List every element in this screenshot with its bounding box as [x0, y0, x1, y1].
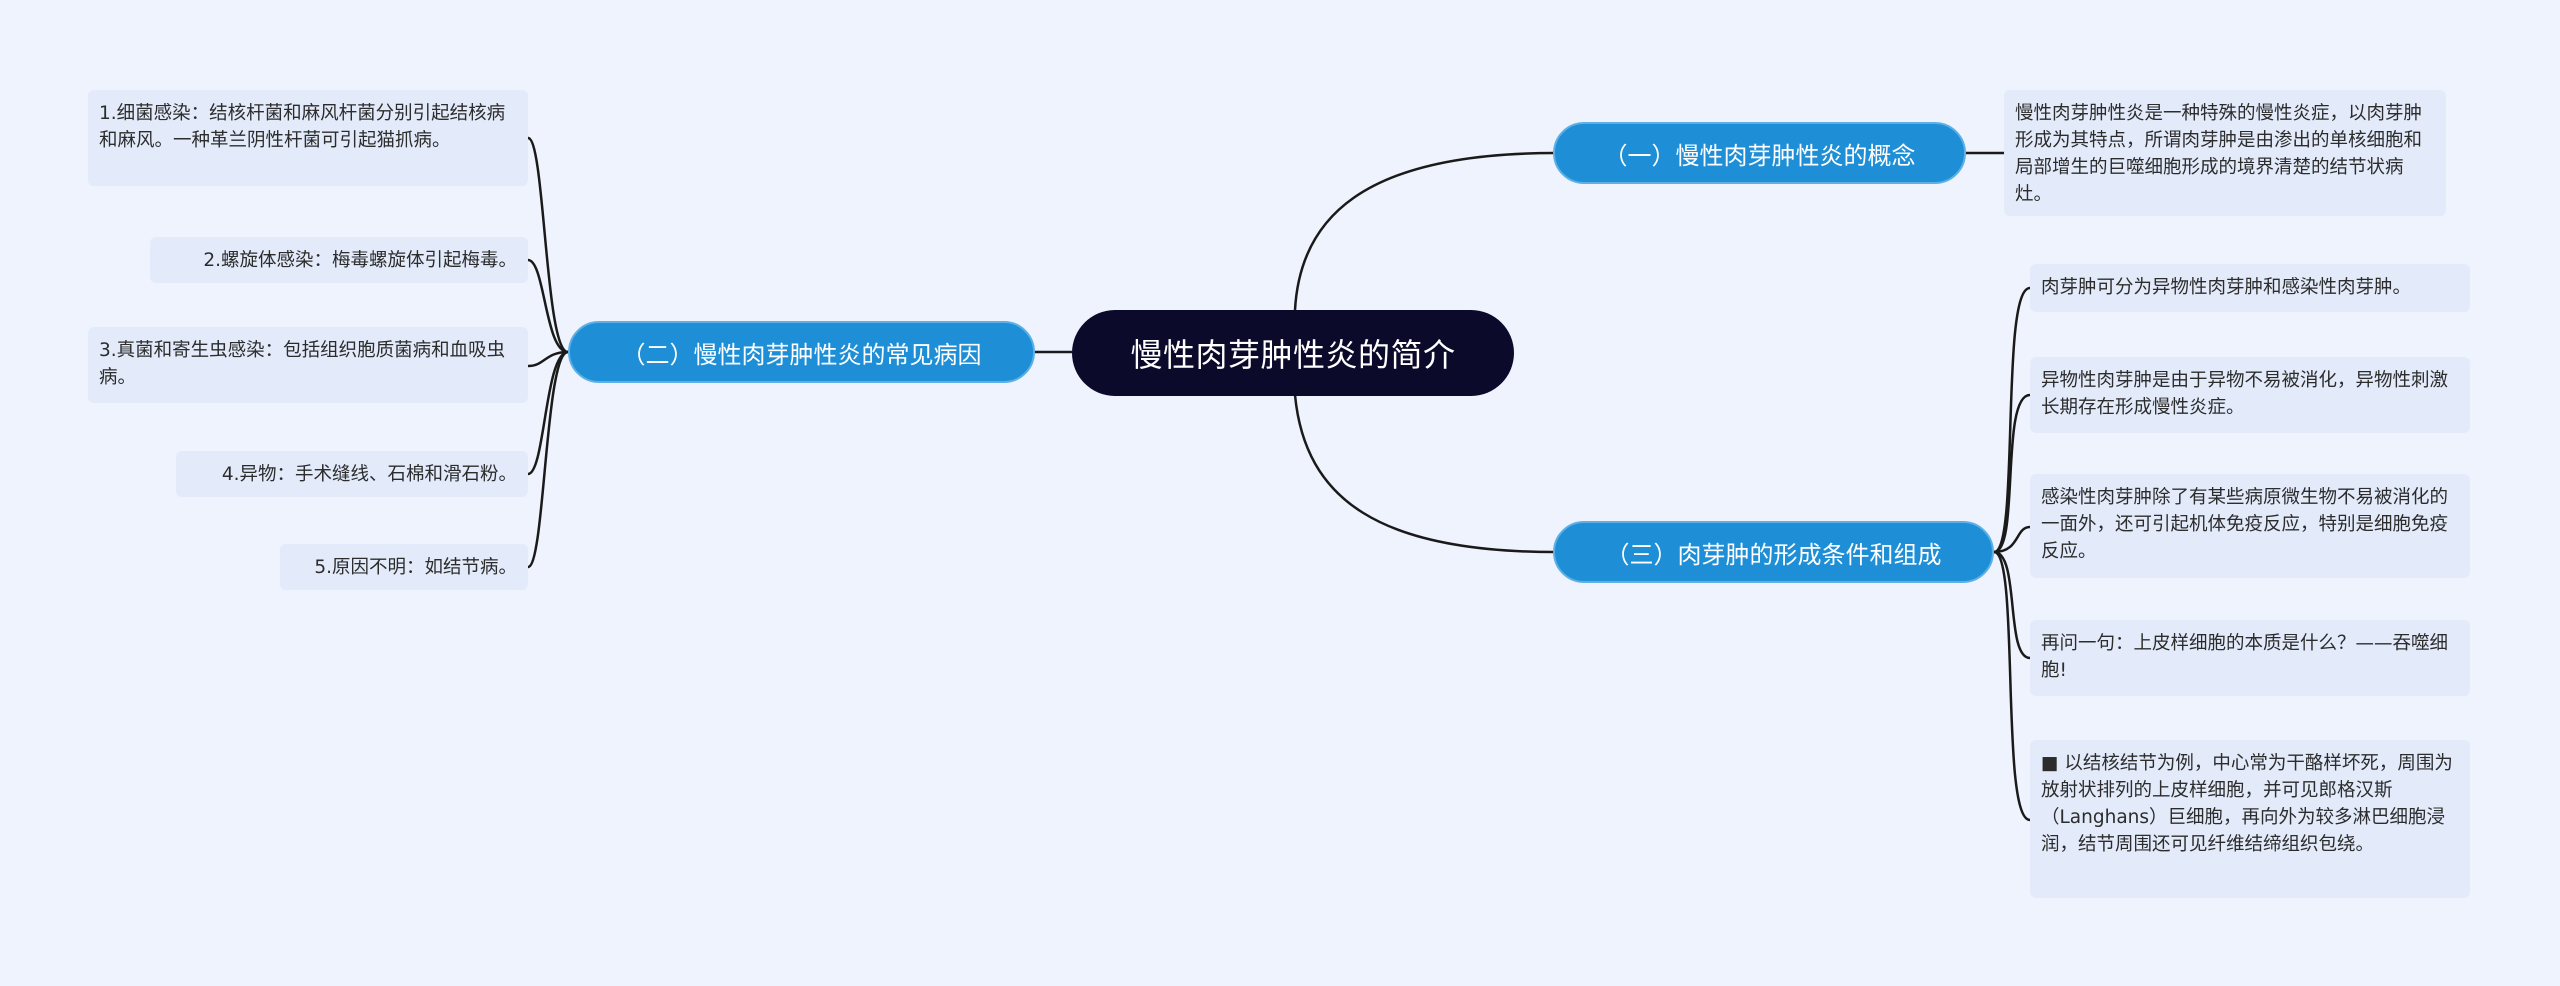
- link-branch3-leaf4: [1993, 550, 2031, 660]
- leaf-formation-types[interactable]: 肉芽肿可分为异物性肉芽肿和感染性肉芽肿。: [2030, 264, 2470, 312]
- branch-concept[interactable]: （一）慢性肉芽肿性炎的概念: [1553, 122, 1966, 184]
- link-root-branch3: [1293, 394, 1556, 554]
- branch-common-causes[interactable]: （二）慢性肉芽肿性炎的常见病因: [568, 321, 1035, 383]
- branch-formation-composition[interactable]: （三）肉芽肿的形成条件和组成: [1553, 521, 1994, 583]
- link-root-branch1: [1293, 151, 1556, 311]
- leaf-cause-bacterial[interactable]: 1.细菌感染：结核杆菌和麻风杆菌分别引起结核病和麻风。一种革兰阴性杆菌可引起猫抓…: [88, 90, 528, 186]
- link-branch2-leaf4: [527, 350, 569, 476]
- link-branch3-leaf2: [1993, 393, 2031, 554]
- leaf-cause-spirochete[interactable]: 2.螺旋体感染：梅毒螺旋体引起梅毒。: [150, 237, 528, 283]
- link-branch2-leaf3: [527, 350, 569, 368]
- leaf-formation-infectious[interactable]: 感染性肉芽肿除了有某些病原微生物不易被消化的一面外，还可引起机体免疫反应，特别是…: [2030, 474, 2470, 578]
- link-branch2-leaf5: [526, 350, 569, 569]
- link-branch3-leaf3: [1993, 525, 2031, 554]
- link-branch2-leaf1: [526, 136, 569, 354]
- leaf-formation-tubercle-example[interactable]: ■ 以结核结节为例，中心常为干酪样坏死，周围为放射状排列的上皮样细胞，并可见郎格…: [2030, 740, 2470, 898]
- leaf-cause-fungal-parasitic[interactable]: 3.真菌和寄生虫感染：包括组织胞质菌病和血吸虫病。: [88, 327, 528, 403]
- link-branch3-leaf1: [1993, 286, 2031, 554]
- link-branch3-leaf5: [1993, 550, 2031, 822]
- leaf-concept-definition[interactable]: 慢性肉芽肿性炎是一种特殊的慢性炎症，以肉芽肿形成为其特点，所谓肉芽肿是由渗出的单…: [2004, 90, 2446, 216]
- leaf-formation-foreign-body[interactable]: 异物性肉芽肿是由于异物不易被消化，异物性刺激长期存在形成慢性炎症。: [2030, 357, 2470, 433]
- leaf-cause-foreign-body[interactable]: 4.异物：手术缝线、石棉和滑石粉。: [176, 451, 528, 497]
- leaf-formation-question[interactable]: 再问一句：上皮样细胞的本质是什么？——吞噬细胞!: [2030, 620, 2470, 696]
- leaf-cause-unknown[interactable]: 5.原因不明：如结节病。: [280, 544, 528, 590]
- link-branch2-leaf2: [527, 258, 569, 354]
- root-topic[interactable]: 慢性肉芽肿性炎的简介: [1072, 310, 1514, 396]
